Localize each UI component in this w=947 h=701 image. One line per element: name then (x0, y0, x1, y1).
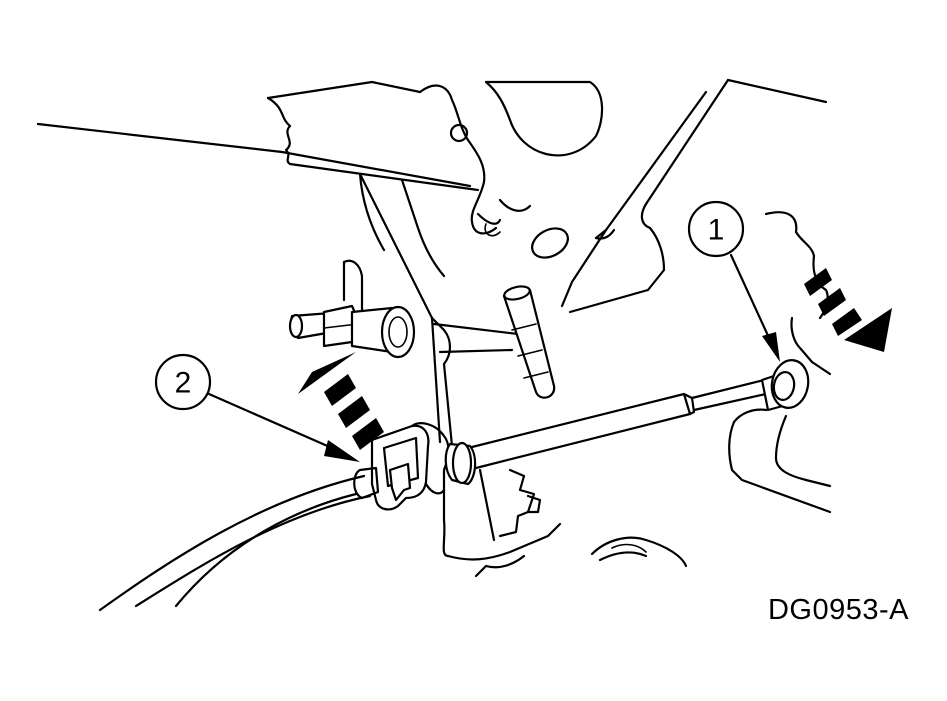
upper-body-panel (36, 80, 480, 192)
callout-2-number: 2 (175, 367, 192, 400)
cable-lower (98, 474, 372, 612)
upper-right-brace (560, 78, 828, 314)
callout-1-number: 1 (708, 214, 725, 247)
pedal-bracket (358, 80, 604, 332)
actuator-rod (444, 359, 810, 486)
lower-frame (430, 316, 688, 578)
arrow-disconnect-left (298, 352, 384, 450)
arrow-disconnect-right (804, 268, 892, 352)
callout-1: 1 (687, 200, 780, 362)
threaded-stud (288, 259, 416, 359)
cable-retainer (353, 424, 430, 511)
right-bracket (728, 211, 832, 514)
callout-2: 2 (154, 353, 360, 462)
pedal-pin (502, 285, 556, 399)
figure-id-label: DG0953-A (767, 594, 909, 626)
